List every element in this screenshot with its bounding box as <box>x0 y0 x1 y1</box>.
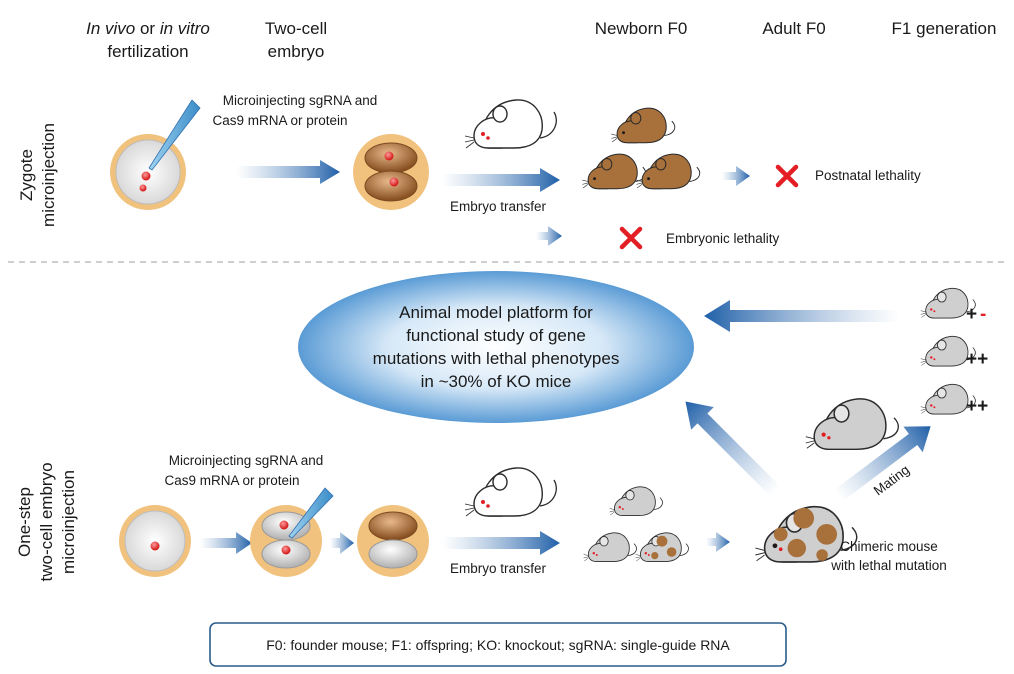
chimeric-line2: with lethal mutation <box>830 558 947 573</box>
postnatal-lethality: Postnatal lethality <box>815 168 921 183</box>
footnote-box: F0: founder mouse; F1: offspring; KO: kn… <box>209 622 787 667</box>
newborn-brown-mouse-3 <box>635 153 701 190</box>
newborn-gray-mouse-1 <box>609 486 663 517</box>
arrow-egg-to-twocell <box>200 532 252 554</box>
header-two-cell-line1: Two-cell <box>265 19 327 38</box>
twocell-inject-line1: Microinjecting sgRNA and <box>169 453 324 468</box>
zygote-inject-line2: Cas9 mRNA or protein <box>212 113 347 128</box>
twocell-embryo-zygote-row <box>353 134 429 210</box>
side-label-twocell-line2: two-cell embryo <box>37 462 56 581</box>
newborn-gray-mouse-2 <box>583 532 637 563</box>
side-label-twocell-line1: One-step <box>15 487 34 557</box>
twocell-embryo-transfer: Embryo transfer <box>450 561 547 576</box>
twocell-embryo-injected <box>250 505 322 577</box>
header-newborn: Newborn F0 <box>595 19 688 38</box>
arrow-to-chimeric-mouse <box>706 532 730 552</box>
newborn-chimeric-mouse <box>635 532 689 563</box>
arrow-embryo-transfer-twocell <box>442 531 560 555</box>
header-adult: Adult F0 <box>762 19 825 38</box>
header-fertilization-line2: fertilization <box>107 42 188 61</box>
side-label-zygote: Zygote microinjection <box>17 123 58 227</box>
column-headers: In vivo or in vitro fertilization Two-ce… <box>86 19 996 61</box>
side-label-zygote-line1: Zygote <box>17 149 36 201</box>
arrow-embryo-transfer-zygote <box>442 168 560 192</box>
f1-genotype-3: ++ <box>966 396 988 417</box>
platform-ellipse: Animal model platform for functional stu… <box>298 271 694 423</box>
twocell-embryo-chimeric <box>357 505 429 577</box>
chimeric-mouse-icon <box>754 505 858 563</box>
pipette-icon-twocell <box>288 487 334 539</box>
f1-genotype-2: ++ <box>966 349 988 370</box>
arrow-mating <box>833 426 931 502</box>
zygote-cell <box>110 134 186 210</box>
arrow-chimeric-to-platform <box>685 401 781 497</box>
x-icon-postnatal <box>778 167 796 185</box>
header-f1: F1 generation <box>892 19 997 38</box>
arrow-to-postnatal <box>722 166 750 186</box>
pipette-icon-zygote <box>148 99 201 171</box>
surrogate-mouse-twocell <box>464 467 558 517</box>
header-fertilization-line1: In vivo or in vitro <box>86 19 210 38</box>
arrow-injected-to-chimeric-embryo <box>330 532 354 554</box>
side-label-twocell: One-step two-cell embryo microinjection <box>15 462 78 581</box>
surrogate-mouse-zygote <box>464 99 558 149</box>
chimeric-line1: Chimeric mouse <box>840 539 938 554</box>
embryonic-lethality: Embryonic lethality <box>666 231 780 246</box>
arrow-f1-to-platform <box>704 300 900 332</box>
platform-line3: mutations with lethal phenotypes <box>373 349 620 368</box>
fertilized-egg-twocell-row <box>119 505 191 577</box>
zygote-inject-line1: Microinjecting sgRNA and <box>223 93 378 108</box>
newborn-mice-gray <box>583 486 689 563</box>
adult-gray-mouse <box>805 398 900 451</box>
newborn-mice-brown <box>581 107 701 190</box>
twocell-inject-line2: Cas9 mRNA or protein <box>164 473 299 488</box>
header-two-cell-line2: embryo <box>268 42 325 61</box>
newborn-brown-mouse-1 <box>610 107 676 144</box>
platform-line4: in ~30% of KO mice <box>421 372 572 391</box>
arrow-zygote-to-twocell <box>236 160 340 184</box>
x-icon-embryonic <box>622 229 640 247</box>
newborn-brown-mouse-2 <box>581 153 647 190</box>
f1-genotype-1-plus: + <box>966 304 977 325</box>
platform-line1: Animal model platform for <box>399 303 593 322</box>
side-label-twocell-line3: microinjection <box>59 470 78 574</box>
platform-line2: functional study of gene <box>406 326 586 345</box>
f1-genotype-1-minus: - <box>980 304 986 325</box>
zygote-embryo-transfer: Embryo transfer <box>450 199 547 214</box>
footnote-text: F0: founder mouse; F1: offspring; KO: kn… <box>266 637 730 653</box>
side-label-zygote-line2: microinjection <box>39 123 58 227</box>
arrow-to-embryonic <box>536 226 562 246</box>
